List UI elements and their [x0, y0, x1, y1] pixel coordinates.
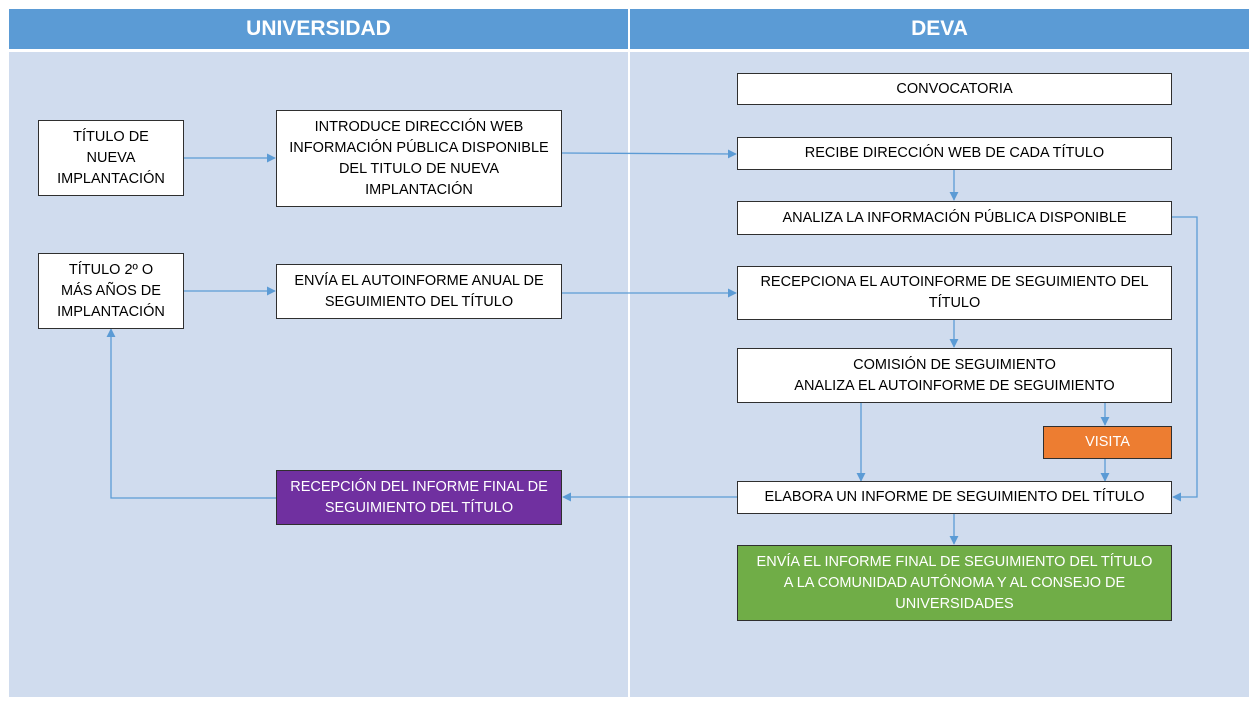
analiza-informacion-box: ANALIZA LA INFORMACIÓN PÚBLICA DISPONIBL…: [737, 201, 1172, 235]
recepciona-autoinforme-box: RECEPCIONA EL AUTOINFORME DE SEGUIMIENTO…: [737, 266, 1172, 320]
recepcion-informe-final-box: RECEPCIÓN DEL INFORME FINAL DE SEGUIMIEN…: [276, 470, 562, 525]
titulo-segundo-anio-box: TÍTULO 2º O MÁS AÑOS DE IMPLANTACIÓN: [38, 253, 184, 329]
lane-header-deva: DEVA: [630, 9, 1249, 49]
elabora-informe-box: ELABORA UN INFORME DE SEGUIMIENTO DEL TÍ…: [737, 481, 1172, 514]
envia-autoinforme-box: ENVÍA EL AUTOINFORME ANUAL DE SEGUIMIENT…: [276, 264, 562, 319]
comision-seguimiento-box: COMISIÓN DE SEGUIMIENTO ANALIZA EL AUTOI…: [737, 348, 1172, 403]
arrow-recepcion-to-segundo: [106, 328, 277, 499]
lane-header-universidad: UNIVERSIDAD: [9, 9, 628, 49]
titulo-nueva-implantacion-box: TÍTULO DE NUEVA IMPLANTACIÓN: [38, 120, 184, 196]
arrow-analiza-to-elabora: [1172, 216, 1198, 502]
introduce-direccion-web-box: INTRODUCE DIRECCIÓN WEB INFORMACIÓN PÚBL…: [276, 110, 562, 207]
convocatoria-box: CONVOCATORIA: [737, 73, 1172, 105]
recibe-direccion-web-box: RECIBE DIRECCIÓN WEB DE CADA TÍTULO: [737, 137, 1172, 170]
visita-box: VISITA: [1043, 426, 1172, 459]
envia-informe-final-box: ENVÍA EL INFORME FINAL DE SEGUIMIENTO DE…: [737, 545, 1172, 621]
arrow-introduce-to-recibe: [561, 149, 737, 159]
